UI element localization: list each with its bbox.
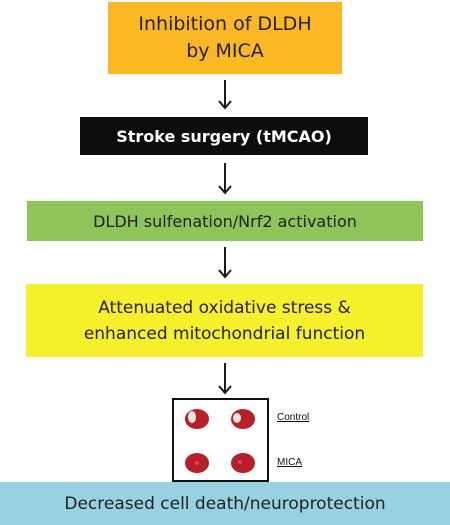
step-stroke-surgery-label: Stroke surgery (tMCAO) <box>116 126 332 146</box>
step-attenuated-line-2: enhanced mitochondrial function <box>83 323 366 344</box>
sample-label-mica: MICA <box>277 457 302 468</box>
step-decreased-cell-death: Decreased cell death/neuroprotection <box>0 482 450 525</box>
step-inhibition-dldh: Inhibition of DLDH by MICA <box>108 2 342 74</box>
step-dldh-sulfenation-label: DLDH sulfenation/Nrf2 activation <box>93 211 357 231</box>
arrow-down-icon <box>218 163 232 195</box>
arrow-down-icon <box>218 80 232 110</box>
brain-slice-control-right <box>231 409 255 429</box>
arrow-down-icon <box>218 363 232 395</box>
step-inhibition-line-2: by MICA <box>186 40 264 62</box>
arrow-down-icon <box>218 247 232 279</box>
step-dldh-sulfenation: DLDH sulfenation/Nrf2 activation <box>27 201 423 241</box>
step-decreased-cell-death-label: Decreased cell death/neuroprotection <box>64 493 386 514</box>
brain-slice-mica-right <box>231 453 255 473</box>
sample-label-control: Control <box>277 412 310 423</box>
step-attenuated-line-1: Attenuated oxidative stress & <box>98 297 351 318</box>
step-inhibition-line-1: Inhibition of DLDH <box>138 13 312 35</box>
step-attenuated-stress: Attenuated oxidative stress & enhanced m… <box>26 284 423 357</box>
brain-slice-mica-left <box>185 453 209 473</box>
brain-slice-control-left <box>185 409 209 429</box>
brain-slice-panel <box>172 398 269 482</box>
step-stroke-surgery: Stroke surgery (tMCAO) <box>80 117 368 155</box>
